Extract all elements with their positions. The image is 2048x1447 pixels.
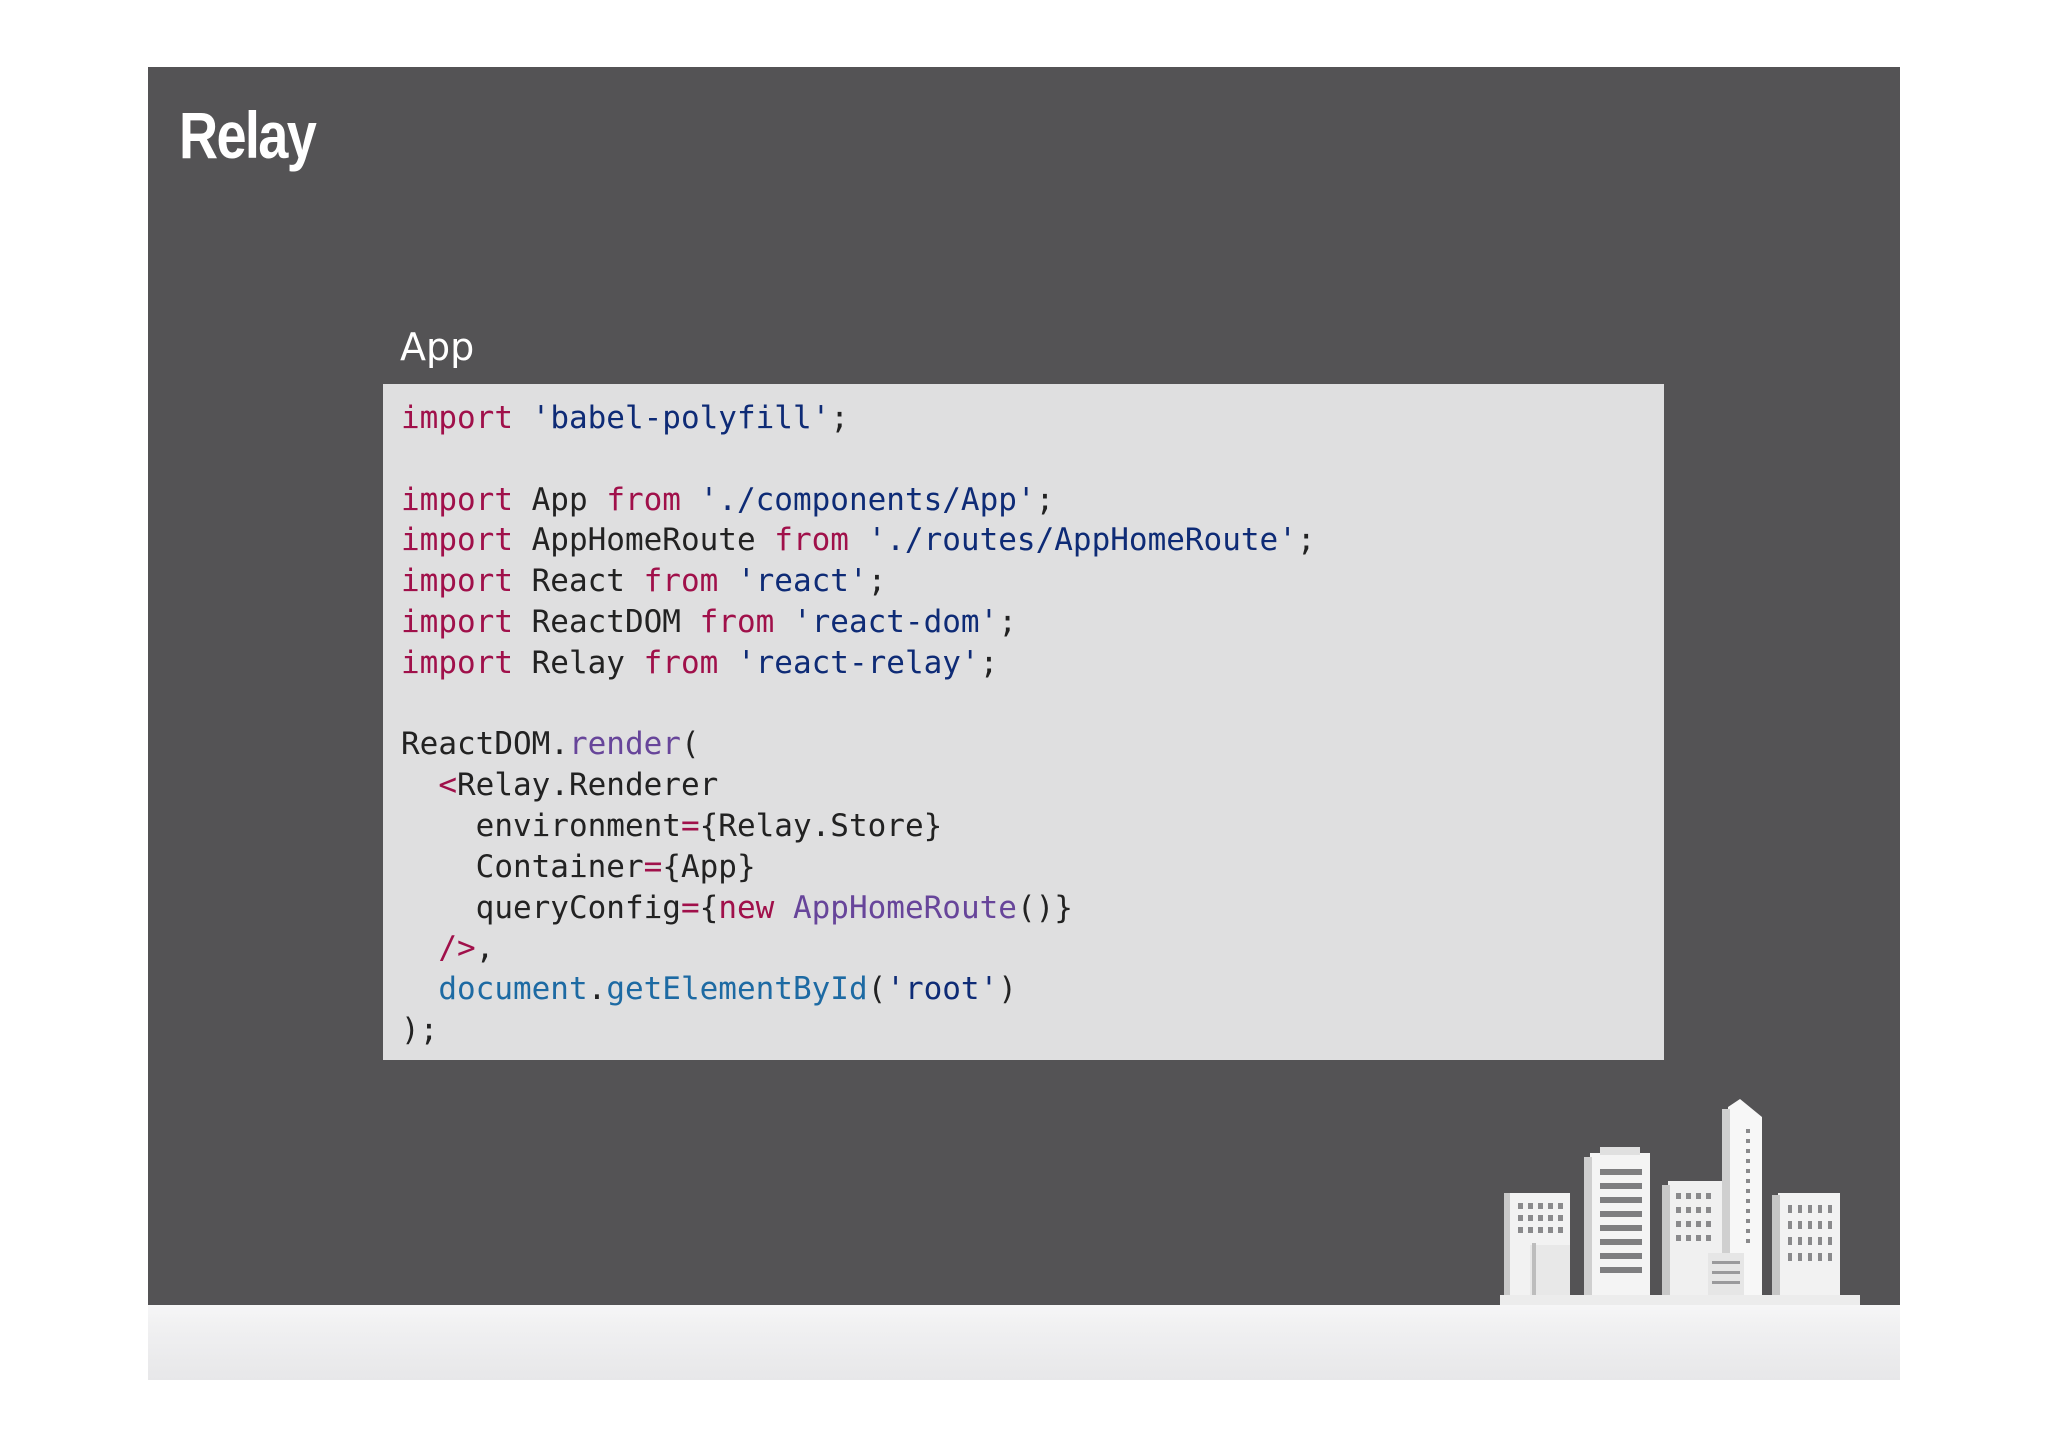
code-token: './routes/AppHomeRoute'	[867, 522, 1297, 559]
code-token: import	[401, 603, 513, 640]
code-line: <Relay.Renderer	[401, 765, 1664, 806]
code-token: ;	[998, 603, 1017, 640]
code-token	[401, 767, 438, 803]
code-token: ()}	[1016, 889, 1073, 926]
section-label: App	[400, 325, 475, 369]
code-token	[401, 930, 438, 966]
code-token: ReactDOM.	[401, 726, 569, 763]
code-token: Relay.Renderer	[457, 767, 719, 804]
code-token: render	[568, 726, 681, 763]
code-line: environment={Relay.Store}	[401, 806, 1664, 847]
code-token: import	[401, 481, 513, 518]
code-token: );	[401, 1011, 439, 1048]
code-token: environment	[401, 807, 681, 844]
code-token: from	[699, 603, 775, 640]
code-token: import	[401, 644, 513, 681]
code-token: 'babel-polyfill'	[531, 400, 831, 436]
code-token: (	[680, 726, 700, 763]
code-token: ReactDOM	[512, 603, 700, 640]
code-line: import App from './components/App';	[401, 480, 1664, 521]
code-token: new	[718, 889, 775, 926]
code-line: import Relay from 'react-relay';	[401, 643, 1664, 684]
code-token: './components/App'	[699, 481, 1036, 518]
code-block: import 'babel-polyfill'; import App from…	[383, 384, 1664, 1060]
code-line: );	[401, 1010, 1664, 1051]
code-line: queryConfig={new AppHomeRoute()}	[401, 888, 1664, 929]
code-token: getElementById	[606, 971, 868, 1008]
code-token: =	[680, 807, 700, 844]
code-token: Container	[401, 848, 644, 885]
code-token: =	[643, 848, 663, 885]
code-token: 'react-dom'	[792, 603, 999, 640]
code-token: queryConfig	[401, 889, 681, 926]
code-line: import 'babel-polyfill';	[401, 398, 1664, 439]
code-token: .	[587, 971, 607, 1008]
code-token: )	[998, 971, 1017, 1008]
code-token: {Relay.Store}	[699, 807, 943, 844]
code-token: document	[438, 971, 588, 1008]
code-line	[401, 439, 1664, 480]
code-token: =	[680, 889, 700, 926]
code-token	[774, 604, 793, 640]
code-token: ;	[1035, 481, 1055, 518]
code-token: from	[774, 522, 849, 559]
code-line	[401, 684, 1664, 725]
code-token: Relay	[512, 644, 644, 681]
code-token: from	[643, 644, 719, 681]
code-token: import	[401, 563, 513, 600]
code-token: ;	[867, 563, 887, 600]
code-token: from	[606, 481, 681, 518]
slide-title: Relay	[179, 98, 317, 172]
code-line: import ReactDOM from 'react-dom';	[401, 602, 1664, 643]
code-token: from	[643, 563, 719, 600]
slide-floor	[148, 1305, 1900, 1380]
code-token	[718, 563, 737, 599]
code-token: <	[438, 767, 457, 804]
code-token	[401, 971, 438, 1007]
code-token: {	[699, 889, 719, 926]
code-line: document.getElementById('root')	[401, 969, 1664, 1010]
code-token	[718, 645, 737, 681]
code-token: ;	[830, 400, 849, 436]
code-token: ;	[1296, 522, 1316, 559]
code-token: AppHomeRoute	[512, 522, 775, 559]
code-token: React	[512, 563, 644, 600]
code-listing: import 'babel-polyfill'; import App from…	[401, 398, 1664, 1051]
code-token: (	[867, 971, 887, 1008]
code-token: ;	[979, 644, 999, 681]
code-token	[681, 482, 700, 518]
code-token: 'react'	[736, 563, 868, 600]
code-line: Container={App}	[401, 847, 1664, 888]
code-token: import	[401, 522, 513, 559]
city-skyline-icon	[1500, 1099, 1860, 1305]
code-token: import	[401, 400, 513, 436]
code-token: 'react-relay'	[736, 644, 980, 681]
slide-panel: Relay App import 'babel-polyfill'; impor…	[148, 67, 1900, 1305]
code-token: ,	[475, 930, 495, 967]
code-line: />,	[401, 928, 1664, 969]
code-token: AppHomeRoute	[792, 889, 1017, 926]
code-token: {App}	[662, 848, 756, 885]
code-line: import AppHomeRoute from './routes/AppHo…	[401, 520, 1664, 561]
code-token: 'root'	[886, 971, 999, 1008]
code-token: />	[438, 930, 476, 967]
code-line: ReactDOM.render(	[401, 724, 1664, 765]
code-token	[774, 890, 793, 926]
code-token	[849, 522, 868, 558]
code-line: import React from 'react';	[401, 561, 1664, 602]
code-token: App	[512, 481, 607, 518]
code-token	[513, 400, 532, 436]
